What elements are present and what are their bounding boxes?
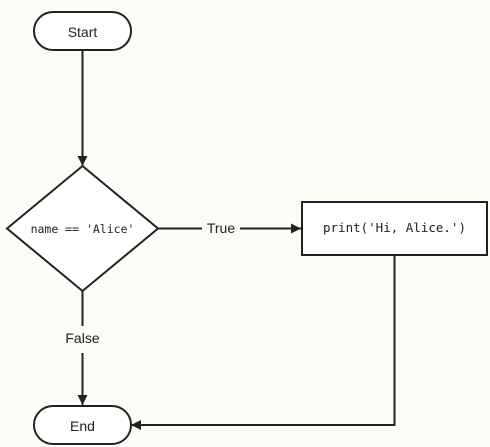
decision-node: name == 'Alice' — [5, 164, 160, 293]
arrow-action-to-end — [131, 255, 396, 430]
end-node: End — [33, 405, 132, 445]
false-label: False — [65, 330, 99, 346]
start-label: Start — [68, 24, 98, 40]
start-node: Start — [33, 11, 132, 51]
action-node: print('Hi, Alice.') — [301, 201, 488, 256]
true-label: True — [207, 220, 235, 236]
decision-label: name == 'Alice' — [31, 222, 135, 236]
action-label: print('Hi, Alice.') — [323, 220, 466, 235]
end-shape — [33, 405, 132, 445]
end-label: End — [70, 418, 95, 434]
